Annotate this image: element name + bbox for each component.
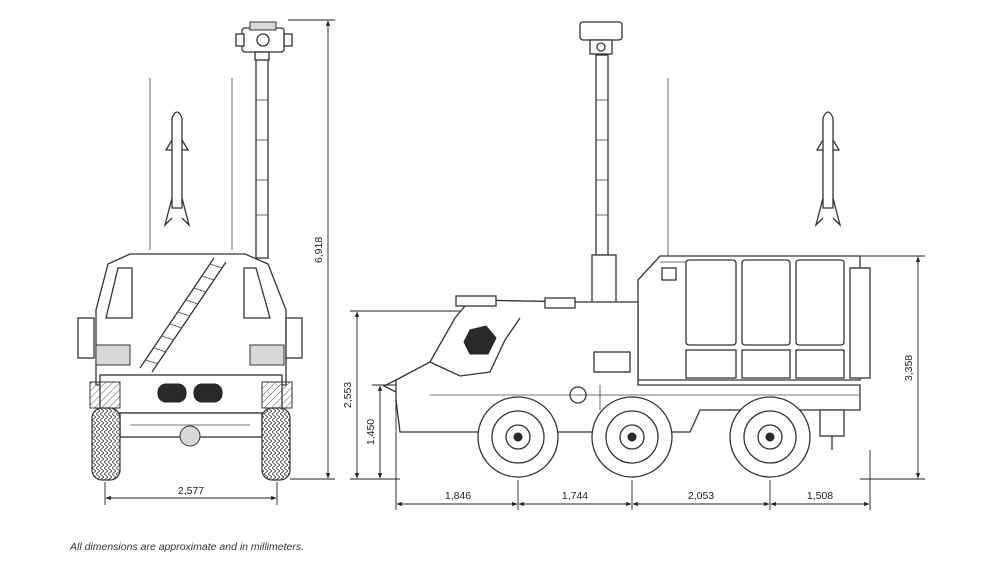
dim-hull-height: 2,553 [342,310,460,480]
ladder [139,257,227,373]
front-missile [163,111,191,228]
side-wheel-3 [729,396,811,478]
footnote: All dimensions are approximate and in mi… [70,541,305,553]
side-mast [579,21,623,311]
dim-total-height: 6,918 [288,19,335,480]
side-wheel-2 [591,396,673,478]
dim-front-width-label: 2,577 [178,485,204,497]
side-wheel-1 [477,396,559,478]
front-body [77,253,303,447]
dim-lower-height: 1,450 [365,384,396,479]
side-missile [814,111,842,228]
shelter [637,255,871,381]
front-view [77,21,303,481]
dim-seg3-label: 2,053 [688,490,714,502]
dim-cabin-height: 3,358 [860,255,925,480]
dim-cabin-height-label: 3,358 [903,355,915,381]
dim-total-height-label: 6,918 [313,237,325,263]
dim-seg1-label: 1,846 [445,490,471,502]
dim-lower-height-label: 1,450 [365,419,377,445]
front-mast [235,21,293,259]
front-wheel-right [261,407,291,481]
dim-side-length: 1,846 1,744 2,053 1,508 [395,400,871,510]
dim-front-width: 2,577 [104,482,278,505]
side-view [382,21,871,478]
dim-hull-height-label: 2,553 [342,382,354,408]
dim-seg4-label: 1,508 [807,490,833,502]
dim-seg2-label: 1,744 [562,490,588,502]
front-wheel-left [91,407,121,481]
side-window [463,325,497,355]
